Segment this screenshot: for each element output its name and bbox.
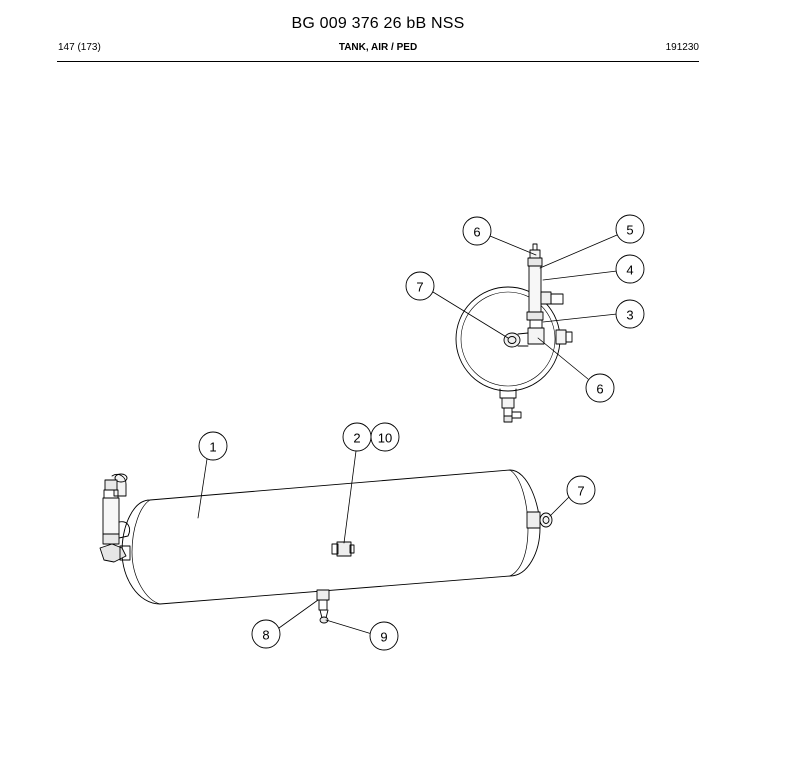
header-rule [57, 61, 699, 62]
callout-4: 4 [626, 263, 633, 278]
document-title: BG 009 376 26 bB NSS [291, 15, 465, 32]
callout-9: 9 [380, 630, 387, 645]
callout-circles [198, 214, 645, 651]
callout-10: 10 [378, 431, 392, 446]
document-subtitle: TANK, AIR / PED [338, 42, 418, 53]
callout-7-lower: 7 [577, 484, 584, 499]
callout-8: 8 [262, 628, 269, 643]
tank-end-view [455, 243, 573, 423]
callout-2: 2 [353, 431, 360, 446]
callout-7-upper: 7 [416, 280, 423, 295]
callout-5: 5 [626, 223, 633, 238]
callout-3: 3 [626, 308, 633, 323]
callout-6-upper: 6 [473, 225, 480, 240]
callout-1: 1 [209, 440, 216, 455]
document-date: 191230 [665, 42, 699, 53]
callout-6-lower: 6 [596, 382, 603, 397]
page-number: 147 (173) [58, 42, 101, 53]
leader-lines [197, 234, 618, 635]
tank-side-view [99, 469, 553, 624]
